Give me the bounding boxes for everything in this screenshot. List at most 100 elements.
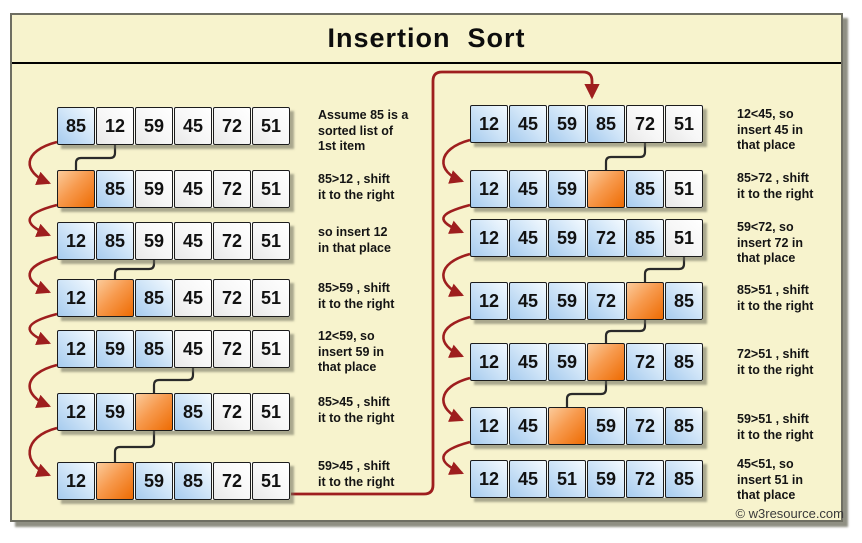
cell-value: 45 [182, 115, 204, 136]
array-cell: 51 [252, 107, 290, 145]
array-cell: 51 [252, 222, 290, 260]
cell-value: 59 [556, 290, 578, 311]
loop-arrow-left-1 [28, 140, 58, 186]
step-annotation: 85>12 , shift it to the right [318, 172, 395, 202]
array-cell: 51 [665, 105, 703, 143]
array-cell: 51 [252, 462, 290, 500]
step-annotation: 85>59 , shift it to the right [318, 281, 395, 311]
cell-value: 59 [595, 415, 617, 436]
array-cell: 72 [213, 393, 251, 431]
cell-value: 12 [478, 290, 500, 311]
cell-value: 51 [260, 230, 282, 251]
insert-slot-cell [587, 343, 625, 381]
step-annotation: 72>51 , shift it to the right [737, 347, 814, 377]
array-cell: 59 [548, 282, 586, 320]
cell-value: 72 [634, 468, 656, 489]
cell-value: 72 [634, 351, 656, 372]
step-annotation: 45<51, so insert 51 in that place [737, 457, 803, 502]
array-cell: 51 [665, 170, 703, 208]
array-cell: 51 [252, 279, 290, 317]
array-cell: 85 [57, 107, 95, 145]
step-annotation: so insert 12 in that place [318, 225, 391, 255]
array-cell: 72 [213, 330, 251, 368]
cell-value: 45 [182, 230, 204, 251]
step-annotation: 59>51 , shift it to the right [737, 412, 814, 442]
cell-value: 59 [104, 401, 126, 422]
array-row: 12 85 45 72 51 [57, 279, 290, 317]
step-annotation: 12<45, so insert 45 in that place [737, 107, 803, 152]
cell-value: 12 [478, 113, 500, 134]
array-cell: 59 [548, 170, 586, 208]
cell-value: 72 [221, 115, 243, 136]
cell-value: 45 [517, 227, 539, 248]
cell-value: 59 [556, 178, 578, 199]
array-cell: 59 [135, 462, 173, 500]
array-cell: 12 [470, 219, 508, 257]
insert-slot-cell [626, 282, 664, 320]
array-cell: 45 [174, 170, 212, 208]
cell-value: 85 [143, 287, 165, 308]
array-cell: 72 [213, 222, 251, 260]
cell-value: 51 [260, 401, 282, 422]
array-cell: 45 [509, 407, 547, 445]
array-cell: 59 [96, 393, 134, 431]
array-cell: 59 [135, 222, 173, 260]
array-cell: 45 [174, 279, 212, 317]
array-cell: 12 [57, 330, 95, 368]
cell-value: 12 [478, 178, 500, 199]
cell-value: 59 [595, 468, 617, 489]
loop-arrow-right-3 [442, 252, 471, 297]
loop-arrow-right-1 [442, 138, 471, 184]
cell-value: 85 [595, 113, 617, 134]
array-cell: 72 [213, 462, 251, 500]
array-cell: 45 [174, 107, 212, 145]
cell-value: 51 [673, 227, 695, 248]
array-cell: 72 [213, 107, 251, 145]
cell-value: 12 [478, 227, 500, 248]
cell-value: 85 [673, 468, 695, 489]
array-cell: 85 [587, 105, 625, 143]
array-cell: 45 [174, 222, 212, 260]
cell-value: 51 [260, 178, 282, 199]
array-cell: 12 [57, 462, 95, 500]
array-cell: 85 [174, 393, 212, 431]
array-cell: 51 [252, 393, 290, 431]
array-cell: 85 [96, 170, 134, 208]
cell-value: 85 [65, 115, 87, 136]
cell-value: 45 [517, 178, 539, 199]
cell-value: 12 [65, 401, 87, 422]
loop-arrow-left-3 [28, 255, 58, 295]
cell-value: 72 [221, 287, 243, 308]
array-cell: 59 [587, 460, 625, 498]
loop-arrow-right-2 [442, 203, 471, 234]
cell-value: 85 [634, 227, 656, 248]
step-annotation: 85>45 , shift it to the right [318, 395, 395, 425]
array-cell: 12 [57, 279, 95, 317]
diagram-header: Insertion Sort [12, 15, 841, 64]
step-annotation: 85>51 , shift it to the right [737, 283, 814, 313]
cell-value: 85 [673, 290, 695, 311]
cell-value: 12 [104, 115, 126, 136]
array-cell: 51 [252, 170, 290, 208]
step-annotation: 59>45 , shift it to the right [318, 459, 395, 489]
cell-value: 59 [143, 178, 165, 199]
array-cell: 72 [626, 105, 664, 143]
cell-value: 51 [260, 287, 282, 308]
step-annotation: Assume 85 is a sorted list of 1st item [318, 108, 409, 153]
array-cell: 51 [252, 330, 290, 368]
cell-value: 51 [260, 115, 282, 136]
loop-arrow-left-5 [28, 363, 58, 409]
array-cell: 12 [470, 105, 508, 143]
array-cell: 59 [548, 105, 586, 143]
loop-arrow-right-5 [442, 376, 471, 422]
cell-value: 12 [65, 287, 87, 308]
cell-value: 45 [517, 290, 539, 311]
cell-value: 72 [221, 401, 243, 422]
